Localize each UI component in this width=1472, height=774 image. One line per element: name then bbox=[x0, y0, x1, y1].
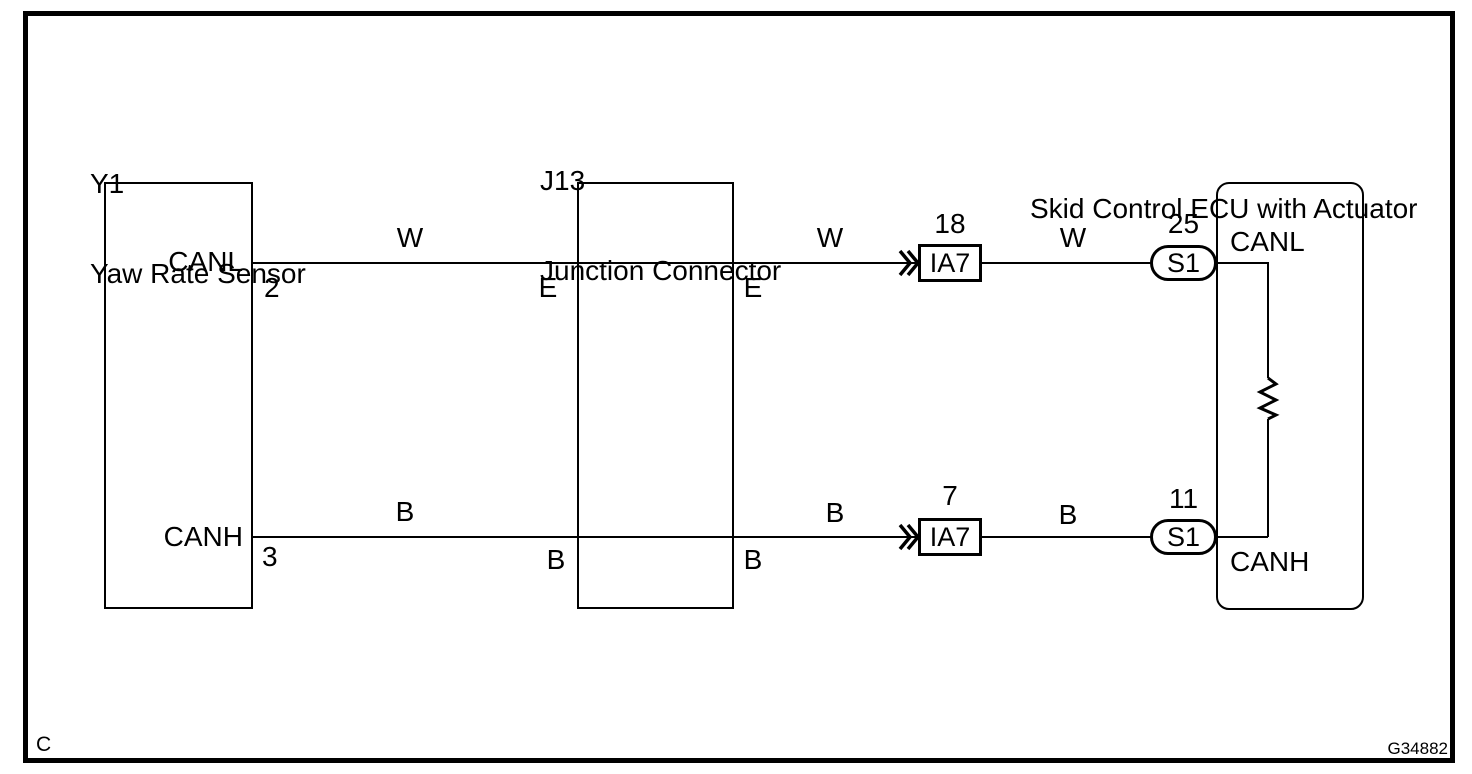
ia7-connector-canh-label: IA7 bbox=[929, 521, 971, 552]
corner-mark: C bbox=[36, 733, 52, 756]
termination-resistor-icon bbox=[1256, 376, 1280, 421]
junction-canh-pin-left: B bbox=[546, 544, 566, 575]
yaw-sensor-code: Y1 bbox=[90, 168, 125, 199]
yaw-sensor-canh-label: CANH bbox=[163, 521, 243, 552]
yaw-sensor-box bbox=[104, 182, 253, 609]
figure-id: G34882 bbox=[1387, 739, 1449, 758]
junction-connector-code: J13 bbox=[540, 165, 586, 196]
ia7-canh-pin-number: 7 bbox=[942, 480, 958, 511]
s1-canh-pin-number: 11 bbox=[1168, 483, 1199, 514]
yaw-sensor-canh-pin: 3 bbox=[262, 541, 278, 572]
ia7-connector-canh: IA7 bbox=[918, 518, 982, 556]
s1-connector-canh-label: S1 bbox=[1166, 521, 1201, 552]
s1-canl-pin-number: 25 bbox=[1167, 208, 1200, 239]
junction-connector-name: Junction Connector bbox=[540, 255, 782, 286]
canl-wire-color-3: W bbox=[1059, 222, 1087, 253]
s1-connector-canl-label: S1 bbox=[1166, 247, 1201, 278]
canl-wire-color-1: W bbox=[396, 222, 424, 253]
ia7-connector-canl-label: IA7 bbox=[929, 247, 971, 278]
junction-connector-box bbox=[577, 182, 734, 609]
canh-wire-color-1: B bbox=[395, 496, 415, 527]
yaw-sensor-heading: Y1 Yaw Rate Sensor bbox=[90, 109, 306, 349]
ecu-box bbox=[1216, 182, 1364, 610]
diagram-border bbox=[23, 11, 1455, 763]
canl-wire-color-2: W bbox=[816, 222, 844, 253]
ecu-canl-label: CANL bbox=[1230, 226, 1305, 257]
ecu-name: Skid Control ECU with Actuator bbox=[1030, 193, 1418, 224]
s1-connector-canl: S1 bbox=[1150, 245, 1217, 281]
junction-canh-pin-right: B bbox=[743, 544, 763, 575]
yaw-sensor-canl-label: CANL bbox=[168, 246, 243, 277]
junction-connector-heading: J13 Junction Connector bbox=[540, 106, 781, 346]
canh-wire-color-2: B bbox=[825, 497, 845, 528]
ecu-heading: Skid Control ECU with Actuator bbox=[1030, 134, 1418, 284]
junction-canl-pin-left: E bbox=[538, 272, 558, 303]
canh-wire-color-3: B bbox=[1058, 499, 1078, 530]
ecu-canh-label: CANH bbox=[1230, 546, 1310, 577]
junction-canl-pin-right: E bbox=[743, 272, 763, 303]
yaw-sensor-name: Yaw Rate Sensor bbox=[90, 258, 306, 289]
canl-wire-ecu-internal bbox=[1217, 262, 1269, 378]
ia7-canl-pin-number: 18 bbox=[934, 208, 966, 239]
s1-connector-canh: S1 bbox=[1150, 519, 1217, 555]
yaw-sensor-canl-pin: 2 bbox=[264, 272, 280, 303]
ia7-connector-canl: IA7 bbox=[918, 244, 982, 282]
